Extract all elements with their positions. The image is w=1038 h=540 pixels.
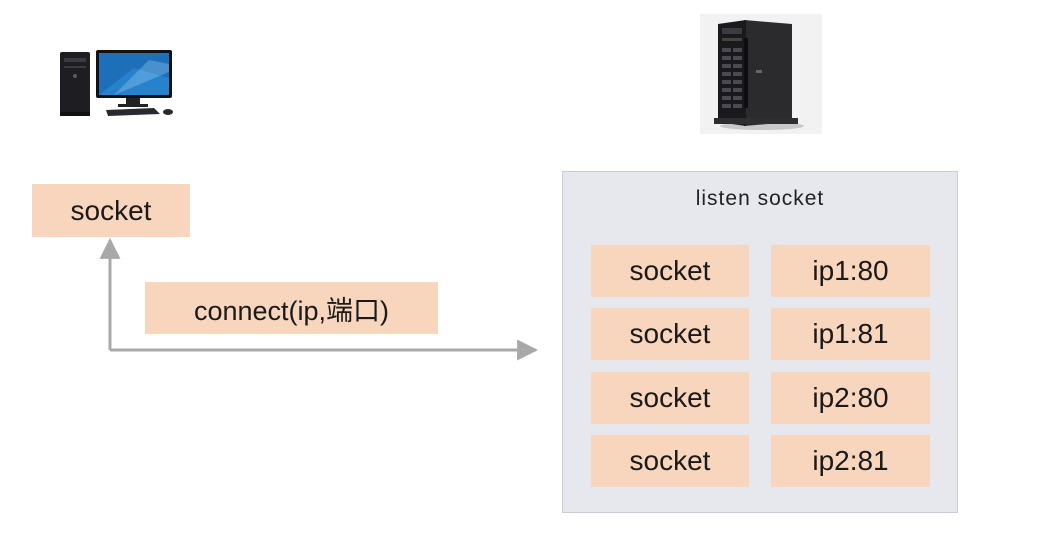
- server-socket-label: socket: [629, 382, 711, 413]
- address-box: ip1:80: [771, 245, 930, 297]
- address-label: ip1:80: [812, 255, 889, 286]
- client-socket-label: socket: [70, 194, 152, 226]
- connect-call-text: connect(ip,端口): [193, 295, 390, 326]
- connect-call-label: connect(ip,端口): [145, 282, 438, 334]
- listen-socket-panel: listen socket socket ip1:80 socket ip1:8…: [562, 171, 958, 513]
- desktop-computer-icon: [60, 50, 173, 116]
- address-label: ip1:81: [812, 318, 889, 349]
- panel-title: listen socket: [695, 187, 825, 210]
- server-socket-box: socket: [591, 435, 749, 487]
- client-socket-box: socket: [32, 184, 190, 237]
- address-box: ip1:81: [771, 308, 930, 360]
- address-label: ip2:80: [812, 382, 889, 413]
- server-socket-box: socket: [591, 308, 749, 360]
- server-socket-label: socket: [629, 255, 711, 286]
- address-label: ip2:81: [812, 445, 889, 476]
- tower-server-icon: [700, 14, 822, 134]
- server-socket-label: socket: [629, 318, 711, 349]
- server-socket-label: socket: [629, 445, 711, 476]
- server-socket-box: socket: [591, 245, 749, 297]
- server-socket-box: socket: [591, 372, 749, 424]
- address-box: ip2:80: [771, 372, 930, 424]
- address-box: ip2:81: [771, 435, 930, 487]
